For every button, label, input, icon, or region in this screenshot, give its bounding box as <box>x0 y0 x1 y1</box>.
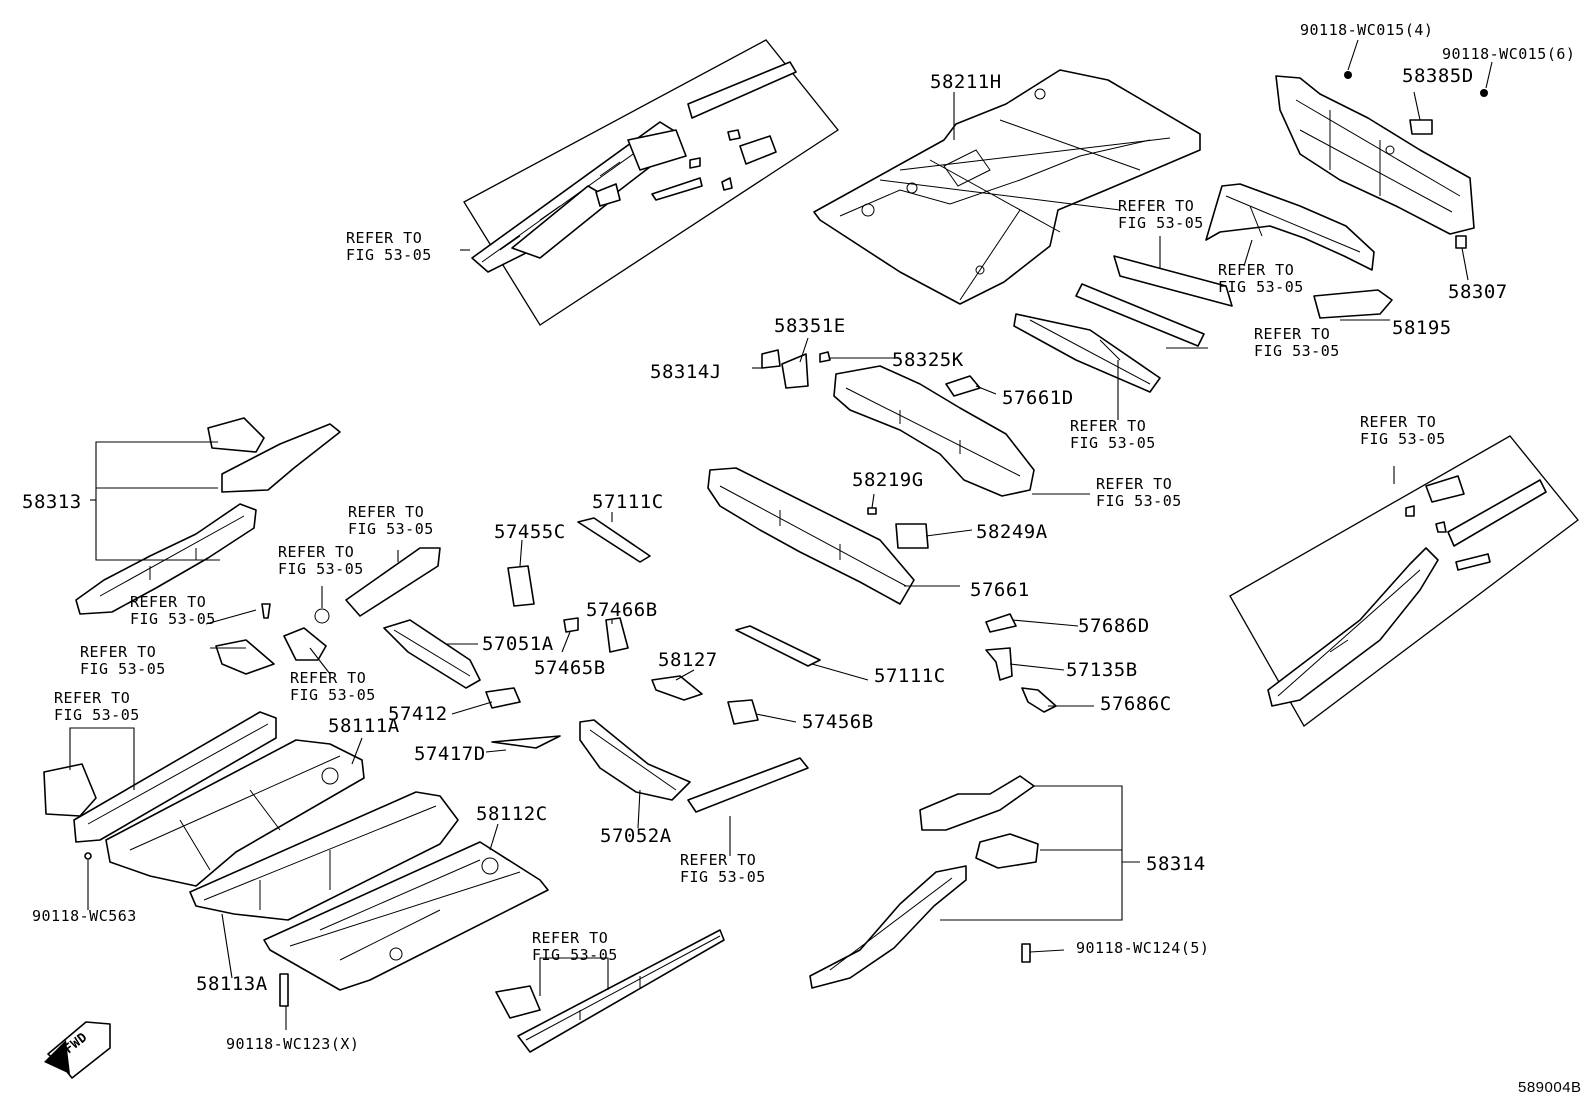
rocker-panel <box>495 757 809 1053</box>
rear-side-members-58314 <box>809 775 1123 989</box>
label-57686c: 57686C <box>1100 693 1172 715</box>
label-57456b: 57456B <box>802 711 874 733</box>
label-58113a: 58113A <box>196 973 268 995</box>
rear-crossmember-cluster <box>1013 183 1393 393</box>
label-refer-to-fig-11: REFER TO FIG 53-05 <box>80 643 166 678</box>
label-58307: 58307 <box>1448 281 1508 303</box>
label-57135b: 57135B <box>1066 659 1138 681</box>
label-58195: 58195 <box>1392 317 1452 339</box>
label-57465b: 57465B <box>534 657 606 679</box>
label-57686d: 57686D <box>1078 615 1150 637</box>
front-side-member-box <box>463 39 839 326</box>
label-58249a: 58249A <box>976 521 1048 543</box>
label-58351e: 58351E <box>774 315 846 337</box>
label-58111a: 58111A <box>328 715 400 737</box>
label-refer-to-fig-6: REFER TO FIG 53-05 <box>1360 413 1446 448</box>
label-refer-to-fig-13: REFER TO FIG 53-05 <box>54 689 140 724</box>
label-90118-wc123-x: 90118-WC123(X) <box>226 1035 360 1053</box>
label-refer-to-fig-1: REFER TO FIG 53-05 <box>346 229 432 264</box>
label-58211h: 58211H <box>930 71 1002 93</box>
label-57661: 57661 <box>970 579 1030 601</box>
label-refer-to-fig-3: REFER TO FIG 53-05 <box>1218 261 1304 296</box>
label-57051a: 57051A <box>482 633 554 655</box>
label-57111c-upper: 57111C <box>592 491 664 513</box>
label-57052a: 57052A <box>600 825 672 847</box>
label-refer-to-fig-10: REFER TO FIG 53-05 <box>130 593 216 628</box>
label-57417d: 57417D <box>414 743 486 765</box>
rear-side-member-box <box>1229 435 1579 727</box>
label-58112c: 58112C <box>476 803 548 825</box>
label-90118-wc124-5: 90118-WC124(5) <box>1076 939 1210 957</box>
label-58325k: 58325K <box>892 349 964 371</box>
label-57412: 57412 <box>388 703 448 725</box>
front-floor-pans <box>43 711 549 1007</box>
label-58313: 58313 <box>22 491 82 513</box>
rear-panel-58307 <box>1275 71 1488 249</box>
leader-lines <box>87 39 1493 1030</box>
label-refer-to-fig-7: REFER TO FIG 53-05 <box>1096 475 1182 510</box>
fwd-arrow-icon <box>44 1021 111 1079</box>
label-refer-to-fig-15: REFER TO FIG 53-05 <box>532 929 618 964</box>
label-58127: 58127 <box>658 649 718 671</box>
label-refer-to-fig-4: REFER TO FIG 53-05 <box>1254 325 1340 360</box>
label-90118-wc563: 90118-WC563 <box>32 907 137 925</box>
label-90118-wc015-6: 90118-WC015(6) <box>1442 45 1576 63</box>
label-58314: 58314 <box>1146 853 1206 875</box>
label-58219g: 58219G <box>852 469 924 491</box>
label-58314j: 58314J <box>650 361 722 383</box>
label-refer-to-fig-12: REFER TO FIG 53-05 <box>290 669 376 704</box>
label-57466b: 57466B <box>586 599 658 621</box>
label-57111c-lower: 57111C <box>874 665 946 687</box>
rear-side-members-58313 <box>75 417 341 615</box>
label-57455c: 57455C <box>494 521 566 543</box>
label-58385d: 58385D <box>1402 65 1474 87</box>
label-90118-wc015-4: 90118-WC015(4) <box>1300 21 1434 39</box>
label-57661d: 57661D <box>1002 387 1074 409</box>
label-refer-to-fig-9: REFER TO FIG 53-05 <box>278 543 364 578</box>
diagram-code: 589004B <box>1518 1079 1582 1096</box>
label-refer-to-fig-5: REFER TO FIG 53-05 <box>1070 417 1156 452</box>
label-refer-to-fig-8: REFER TO FIG 53-05 <box>348 503 434 538</box>
rear-floor-pan-58211h <box>813 69 1201 305</box>
label-refer-to-fig-14: REFER TO FIG 53-05 <box>680 851 766 886</box>
center-crossmembers <box>577 349 1057 713</box>
label-refer-to-fig-2: REFER TO FIG 53-05 <box>1118 197 1204 232</box>
